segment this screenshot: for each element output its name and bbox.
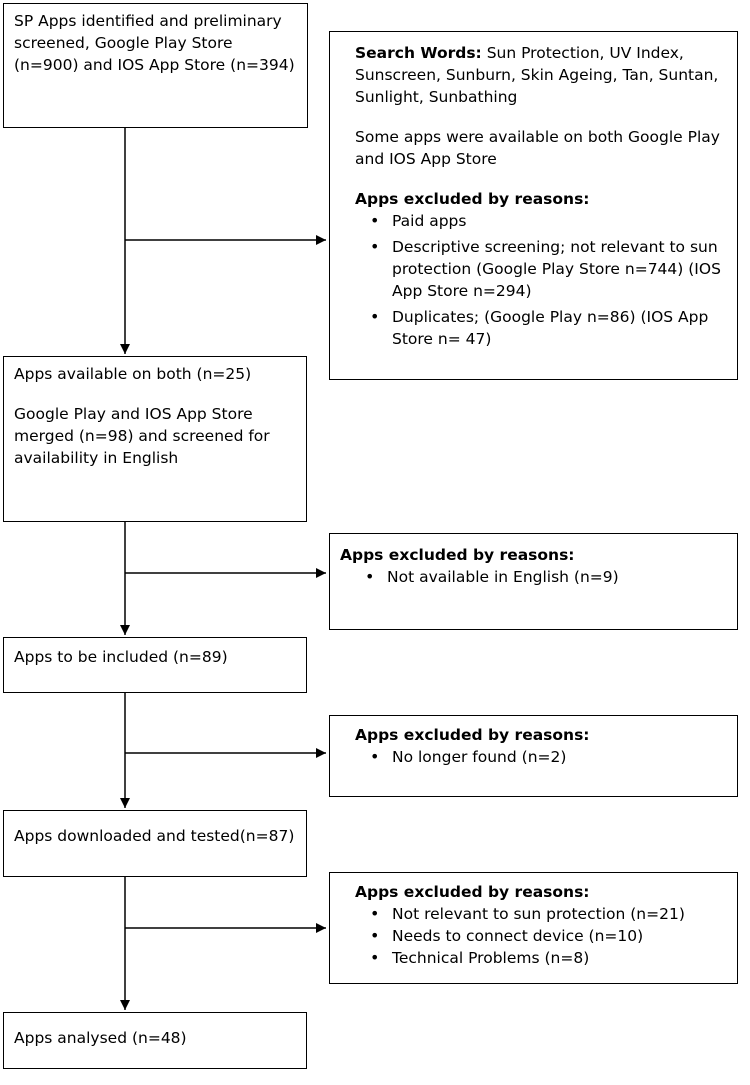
excluded-list: No longer found (n=2)	[330, 746, 727, 768]
box-to-be-included: Apps to be included (n=89)	[3, 637, 307, 693]
list-item: Technical Problems (n=8)	[330, 947, 727, 969]
list-item: Needs to connect device (n=10)	[330, 925, 727, 947]
excluded-list: Paid apps Descriptive screening; not rel…	[330, 210, 727, 350]
list-item: Not available in English (n=9)	[325, 566, 727, 588]
available-both-text: Apps available on both (n=25)	[14, 365, 252, 383]
box-identified: SP Apps identified and preliminary scree…	[3, 3, 308, 128]
box-analysed: Apps analysed (n=48)	[3, 1012, 307, 1069]
box-tested-exclusions: Apps excluded by reasons: Not relevant t…	[329, 872, 738, 984]
list-item: Descriptive screening; not relevant to s…	[330, 236, 727, 302]
excluded-title: Apps excluded by reasons:	[355, 190, 590, 208]
list-item: No longer found (n=2)	[330, 746, 727, 768]
search-words-text: Search Words: Sun Protection, UV Index, …	[355, 44, 719, 106]
box-downloaded-tested: Apps downloaded and tested(n=87)	[3, 810, 307, 877]
excluded-title: Apps excluded by reasons:	[340, 546, 575, 564]
box-search-exclusions: Search Words: Sun Protection, UV Index, …	[329, 31, 738, 380]
list-item: Paid apps	[330, 210, 727, 232]
excluded-title: Apps excluded by reasons:	[355, 726, 590, 744]
both-stores-note: Some apps were available on both Google …	[355, 128, 720, 168]
box-english-exclusions: Apps excluded by reasons: Not available …	[329, 533, 738, 630]
excluded-title: Apps excluded by reasons:	[355, 883, 590, 901]
list-item: Duplicates; (Google Play n=86) (IOS App …	[330, 306, 727, 350]
list-item: Not relevant to sun protection (n=21)	[330, 903, 727, 925]
box-merged: Apps available on both (n=25) Google Pla…	[3, 356, 307, 522]
merged-text: Google Play and IOS App Store merged (n=…	[14, 405, 270, 467]
box-not-found-exclusions: Apps excluded by reasons: No longer foun…	[329, 715, 738, 797]
excluded-list: Not relevant to sun protection (n=21) Ne…	[330, 903, 727, 969]
excluded-list: Not available in English (n=9)	[325, 566, 727, 588]
